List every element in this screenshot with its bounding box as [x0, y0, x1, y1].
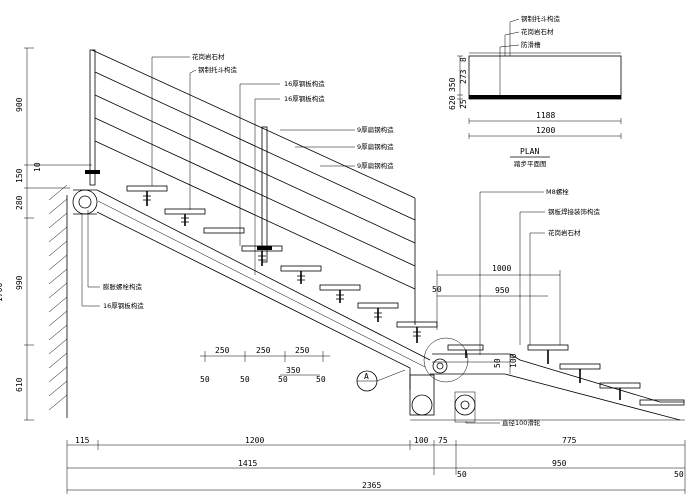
dim-1415: 1415 — [238, 459, 257, 468]
left-low-callouts: 膨胀螺栓构造 16厚钢板构造 — [81, 210, 144, 310]
detail-circle — [423, 337, 469, 383]
plan-subtitle: 踏步平面图 — [514, 159, 547, 168]
dim-150: 150 — [15, 168, 24, 183]
right-callouts: M8螺栓 钢板焊接装饰构造 花岗岩石材 直径100滑轮 — [465, 187, 601, 427]
callout-flat-steel-1: 9厚扁钢构造 — [357, 125, 394, 134]
callout-steel-plate-1: 16厚钢板构造 — [284, 79, 325, 88]
plan-dim-1188: 1188 — [536, 111, 555, 120]
callout-granite: 花岗岩石材 — [192, 52, 225, 61]
callout-flat-steel-2: 9厚扁钢构造 — [357, 142, 394, 151]
plan-dim-25: 25 — [459, 99, 468, 109]
plan-dim-273: 273 — [459, 69, 468, 84]
dim-75: 75 — [438, 436, 448, 445]
anti-slip-groove-hatch — [469, 95, 621, 99]
dim-50-b: 50 — [240, 375, 250, 384]
dim-total-1700: 1700 — [0, 283, 4, 302]
tread — [559, 363, 601, 383]
tread — [527, 344, 569, 364]
callout-expansion-bolt: 膨胀螺栓构造 — [103, 282, 143, 291]
right-dims: 1000 50 950 100 50 — [432, 264, 561, 374]
dim-50-d: 50 — [316, 375, 326, 384]
plan-label-bracket: 钢制托斗构造 — [521, 14, 561, 23]
top-callouts: 花岗岩石材 钢制托斗构造 16厚钢板构造 16厚钢板构造 9厚扁钢构造 9厚扁钢… — [151, 52, 394, 275]
left-dimensions: 900 150 10 280 990 610 1700 — [0, 47, 92, 421]
plan-view: 钢制托斗构造 花岗岩石材 防滑槽 350 8 273 620 25 1188 1… — [448, 14, 622, 168]
callout-steel-plate-2: 16厚钢板构造 — [284, 94, 325, 103]
dim-50-bottom-b: 50 — [674, 470, 684, 479]
dim-1200: 1200 — [245, 436, 264, 445]
dim-50-top: 50 — [432, 285, 442, 294]
callout-m8-bolt: M8螺栓 — [546, 187, 569, 196]
treads-left — [126, 185, 438, 343]
dim-50-bottom-a: 50 — [457, 470, 467, 479]
section-mark-a: A — [364, 372, 369, 381]
bottom-dims: 115 1200 100 75 775 1415 50 950 50 2365 — [66, 436, 686, 494]
tread — [357, 302, 399, 322]
plan-dim-350: 350 — [448, 77, 457, 92]
dim-775: 775 — [562, 436, 577, 445]
mid-dims: 250 250 250 350 50 50 50 50 — [200, 346, 330, 384]
stringer-right — [409, 337, 685, 423]
plan-dim-8: 8 — [459, 57, 468, 62]
callout-16mm-plate: 16厚钢板构造 — [103, 301, 144, 310]
dim-350: 350 — [286, 366, 301, 375]
tread — [396, 321, 438, 343]
dim-280: 280 — [15, 195, 24, 210]
dim-50-a: 50 — [200, 375, 210, 384]
dim-250-3: 250 — [295, 346, 310, 355]
tread — [639, 399, 685, 406]
plan-label-granite: 花岗岩石材 — [521, 27, 554, 36]
dim-610: 610 — [15, 377, 24, 392]
dim-1000: 1000 — [492, 264, 511, 273]
dim-990: 990 — [15, 275, 24, 290]
tread — [280, 265, 322, 284]
dim-900: 900 — [15, 97, 24, 112]
tread — [203, 227, 245, 234]
tread — [126, 185, 168, 206]
treads-right — [447, 344, 685, 406]
dim-950: 950 — [495, 286, 510, 295]
tread-plan-outline — [468, 55, 622, 100]
tread — [447, 344, 484, 358]
dim-50-side: 50 — [493, 358, 502, 368]
dim-50-c: 50 — [278, 375, 288, 384]
wall — [48, 184, 68, 418]
tread — [319, 284, 361, 303]
plan-label-groove: 防滑槽 — [521, 40, 541, 49]
callout-flat-steel-3: 9厚扁钢构造 — [357, 161, 394, 170]
dim-100: 100 — [509, 353, 518, 368]
dim-250-1: 250 — [215, 346, 230, 355]
plan-title: PLAN — [520, 147, 539, 156]
dim-2365: 2365 — [362, 481, 381, 490]
tread — [241, 245, 283, 266]
tread — [599, 382, 641, 400]
section-marker: A — [356, 369, 406, 392]
plan-dim-620: 620 — [448, 95, 457, 110]
plan-dim-1200: 1200 — [536, 126, 555, 135]
dim-250-2: 250 — [256, 346, 271, 355]
dim-115: 115 — [75, 436, 90, 445]
dim-10: 10 — [33, 162, 42, 172]
dim-100-b: 100 — [414, 436, 429, 445]
tread — [164, 208, 206, 226]
handrail-post-2 — [261, 126, 268, 263]
callout-bracket: 钢制托斗构造 — [198, 65, 238, 74]
dim-950-bottom: 950 — [552, 459, 567, 468]
callout-granite-right: 花岗岩石材 — [548, 228, 581, 237]
callout-roller: 直径100滑轮 — [502, 418, 541, 427]
callout-weld-plate: 钢板焊接装饰构造 — [548, 207, 601, 216]
